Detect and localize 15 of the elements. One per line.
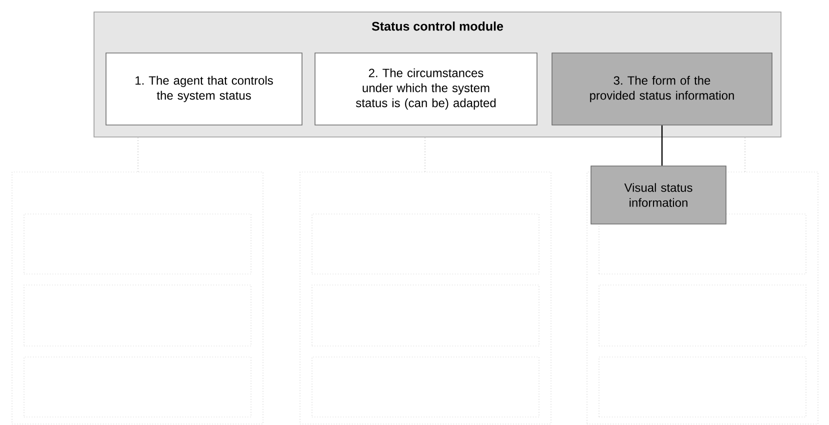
connector-line [661, 125, 663, 166]
empty-box [312, 356, 540, 418]
category-box: 3. The form of the provided status information [552, 52, 772, 126]
empty-box [598, 356, 806, 418]
column-panel [300, 172, 552, 424]
empty-box [24, 284, 252, 346]
category-box: 2. The circumstances under which the system status is (can be) adapted [314, 52, 538, 126]
column-panel [12, 172, 264, 424]
empty-box [312, 284, 540, 346]
empty-box [312, 214, 540, 274]
category-box: 1. The agent that controls the system status [106, 52, 302, 126]
empty-box [24, 356, 252, 418]
category-box: Visual status information [590, 166, 726, 224]
empty-box [598, 284, 806, 346]
empty-box [24, 214, 252, 274]
